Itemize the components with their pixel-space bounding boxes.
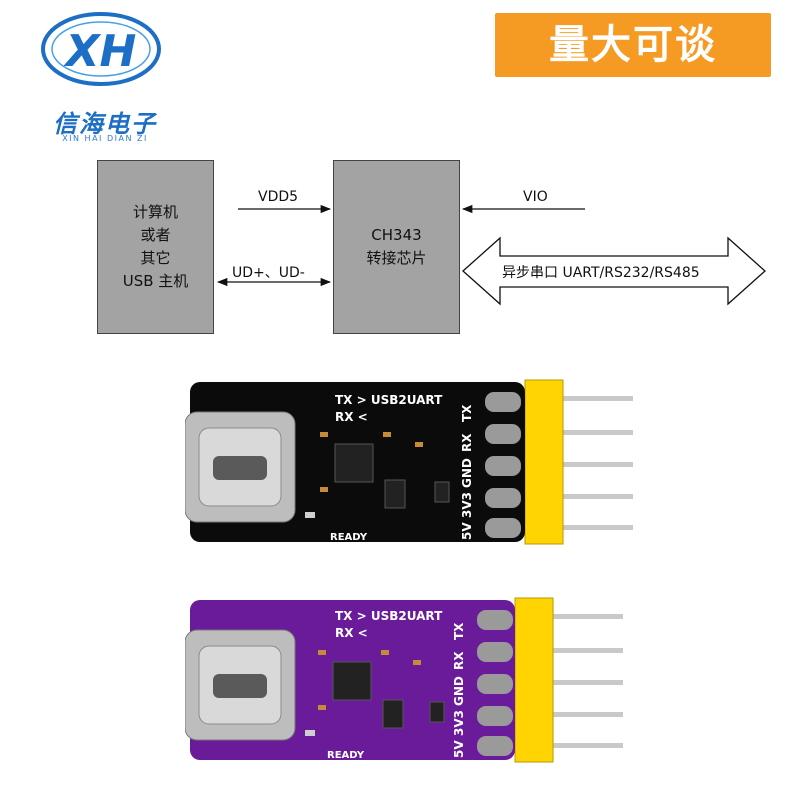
pin-label-tx: TX [460,404,474,422]
silk-rx: RX < [335,410,368,424]
ch343-chip [334,443,374,483]
header-plastic [514,597,554,763]
serial-label: 异步串口 UART/RS232/RS485 [502,265,700,281]
silk-ready: READY [327,750,365,761]
pin-label-rx: RX [460,433,474,452]
silk-tx: TX > USB2UART [335,393,443,407]
host-line-3: 其它 [140,249,171,267]
host-box: 计算机 或者 其它 USB 主机 [97,160,214,334]
pin-label-rx: RX [452,651,466,670]
diagram-arrows [216,204,766,306]
silk-tx: TX > USB2UART [335,609,443,623]
pin-label-3v3: 3V3 [460,492,474,518]
usb-label: UD+、UD- [232,265,305,281]
pin-label-5v: 5V [452,740,466,758]
xh-logo-icon: XH [41,12,161,86]
ch343-chip [332,661,372,701]
header-plastic [524,379,564,545]
silk-ready: READY [330,532,368,543]
chip-line-2: 转接芯片 [366,249,427,267]
vdd-label: VDD5 [258,189,299,205]
logo-name-cn: 信海电子 [53,110,157,138]
pin-label-5v: 5V [460,522,474,540]
logo-name-en: XIN HAI DIAN ZI [62,134,148,143]
host-line-4: USB 主机 [122,272,189,290]
pin-label-tx: TX [452,622,466,640]
serial-double-arrow [462,236,766,306]
pin-label-gnd: GND [452,676,466,706]
vio-label: VIO [523,189,548,205]
chip-line-1: CH343 [371,226,422,244]
promo-banner: 量大可谈 [495,13,771,77]
board-black: TX > USB2UART RX < READY 5V 3V3 GND RX T… [185,379,633,545]
pin-label-3v3: 3V3 [452,710,466,736]
silk-rx: RX < [335,626,368,640]
chip-box: CH343 转接芯片 [333,160,460,334]
host-line-1: 计算机 [132,203,178,221]
logo-mark-text: XH [63,26,137,77]
board-purple: TX > USB2UART RX < READY 5V 3V3 GND RX T… [185,597,623,763]
header-pins [525,614,623,748]
pin-label-gnd: GND [460,458,474,488]
host-line-2: 或者 [140,226,171,244]
header-pins [535,396,633,530]
